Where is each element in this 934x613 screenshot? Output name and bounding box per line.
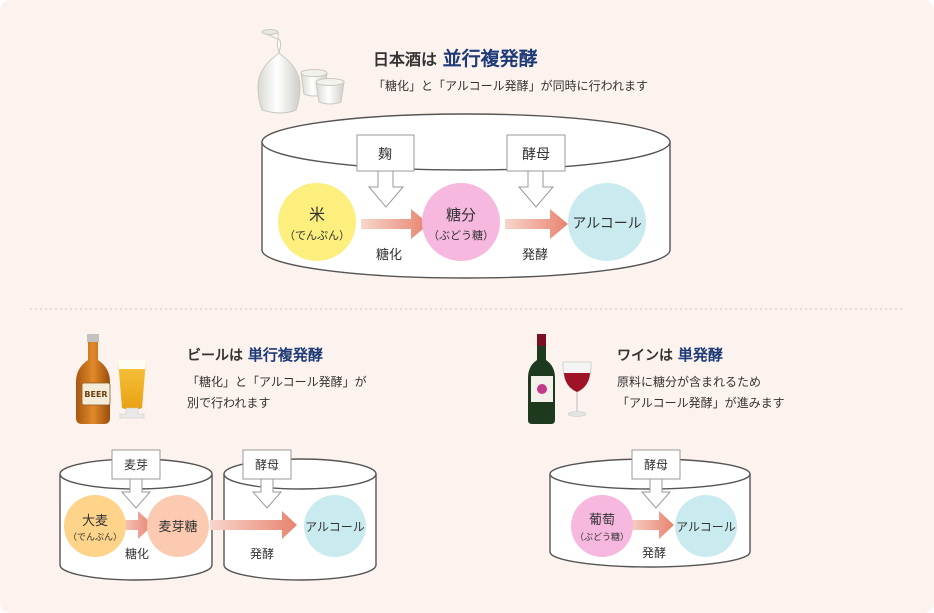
sake-cup-icon	[300, 69, 345, 105]
wine-fermentation-label: 発酵	[642, 546, 666, 560]
koji-label: 麹	[378, 146, 392, 163]
sake-description: 「糖化」と「アルコール発酵」が同時に行われます	[373, 79, 649, 93]
beer-title: ビールは 単行複発酵	[187, 344, 323, 365]
beer-description-line1: 「糖化」と「アルコール発酵」が	[187, 375, 367, 389]
sake-title: 日本酒は 並行複発酵	[373, 44, 538, 71]
barley-sublabel: （でんぷん）	[68, 532, 122, 543]
beer-bottle-icon: BEER	[76, 334, 111, 424]
wine-title: ワインは 単発酵	[617, 344, 723, 365]
malt-input-arrow	[111, 449, 161, 509]
beer-yeast-input-arrow	[242, 449, 292, 509]
barley-circle	[64, 495, 126, 557]
beer-alcohol-label: アルコール	[305, 520, 365, 534]
wine-fermentation-arrow	[627, 511, 674, 539]
wine-bottle-icon	[528, 334, 555, 424]
sake-title-accent: 並行複発酵	[442, 48, 538, 70]
sake-title-prefix: 日本酒は	[373, 50, 438, 69]
grape-sublabel: （ぶどう糖）	[575, 531, 629, 543]
wine-description-line2: 「アルコール発酵」が進みます	[617, 396, 785, 410]
rice-circle	[278, 183, 356, 261]
beer-description-line2: 別で行われます	[187, 396, 271, 410]
sake-yeast-input-arrow	[506, 134, 566, 208]
sugar-circle	[422, 183, 500, 261]
grape-label: 葡萄	[589, 513, 615, 528]
beer-alcohol-circle	[304, 495, 366, 557]
beer-bottle-label: BEER	[84, 390, 107, 399]
wine-description: 原料に糖分が含まれるため 「アルコール発酵」が進みます	[617, 372, 785, 414]
grape-circle	[571, 495, 633, 557]
sake-saccharification-arrow	[361, 209, 429, 239]
rice-label: 米	[309, 205, 325, 224]
malt-sugar-circle	[147, 495, 209, 557]
koji-input-arrow	[356, 134, 415, 208]
wine-alcohol-label: アルコール	[676, 520, 736, 534]
rice-sublabel: （でんぷん）	[284, 229, 350, 242]
beer-title-accent: 単行複発酵	[247, 346, 323, 364]
beer-fermentation-label: 発酵	[250, 547, 274, 561]
sake-alcohol-circle	[568, 183, 646, 261]
wine-yeast-input-arrow	[631, 449, 681, 509]
wine-yeast-label: 酵母	[644, 458, 668, 472]
sake-yeast-label: 酵母	[522, 147, 550, 163]
wine-description-line1: 原料に糖分が含まれるため	[617, 375, 762, 389]
sake-saccharification-label: 糖化	[376, 247, 402, 263]
wine-alcohol-circle	[675, 495, 737, 557]
sake-fermentation-arrow	[505, 209, 568, 239]
beer-title-prefix: ビールは	[187, 348, 243, 364]
sake-bottle-icon	[257, 29, 301, 114]
beer-description: 「糖化」と「アルコール発酵」が 別で行われます	[187, 372, 367, 414]
malt-label: 麦芽	[124, 458, 148, 472]
sugar-sublabel: （ぶどう糖）	[428, 228, 494, 242]
beer-fermentation-arrow	[210, 511, 297, 539]
beer-yeast-label: 酵母	[255, 458, 279, 472]
wine-glass-icon	[562, 361, 592, 417]
beer-saccharification-arrow	[116, 511, 153, 539]
beer-glass-icon	[118, 360, 146, 419]
sugar-label: 糖分	[446, 206, 476, 224]
sake-fermentation-label: 発酵	[522, 248, 548, 263]
beer-saccharification-label: 糖化	[125, 546, 149, 561]
barley-label: 大麦	[82, 514, 108, 529]
wine-title-accent: 単発酵	[677, 346, 723, 364]
wine-title-prefix: ワインは	[617, 348, 673, 364]
malt-sugar-label: 麦芽糖	[158, 519, 197, 535]
sake-alcohol-label: アルコール	[572, 216, 642, 232]
